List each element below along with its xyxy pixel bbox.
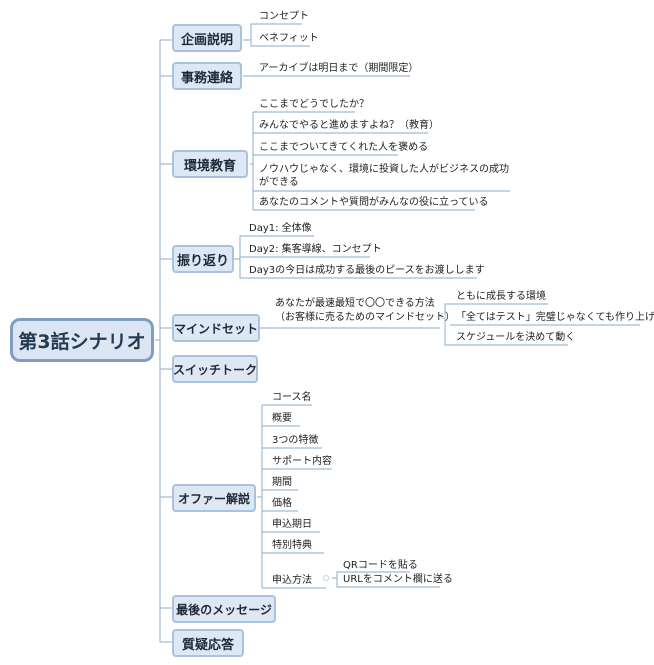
- leaf-day3[interactable]: Day3の今日は成功する最後のピースをお渡しします: [249, 265, 485, 276]
- leaf-benefit[interactable]: ベネフィット: [259, 33, 319, 44]
- leaf-day2[interactable]: Day2: 集客導線、コンセプト: [249, 244, 382, 255]
- leaf-period[interactable]: 期間: [272, 477, 292, 488]
- topic-switch-talk[interactable]: スイッチトーク: [172, 355, 258, 383]
- leaf-mindset-note[interactable]: （お客様に売るためのマインドセット）: [275, 312, 455, 323]
- leaf-url-comment[interactable]: URLをコメント欄に送る: [343, 574, 453, 585]
- leaf-schedule-action[interactable]: スケジュールを決めて動く: [456, 332, 576, 343]
- leaf-concept[interactable]: コンセプト: [259, 11, 309, 22]
- topic-mindset[interactable]: マインドセット: [172, 314, 260, 342]
- leaf-grow-together[interactable]: ともに成長する環境: [456, 291, 546, 302]
- leaf-course-name[interactable]: コース名: [272, 392, 312, 403]
- leaf-price[interactable]: 価格: [272, 498, 292, 509]
- topic-environment-education[interactable]: 環境教育: [172, 150, 248, 178]
- topic-final-message[interactable]: 最後のメッセージ: [172, 595, 276, 623]
- leaf-overview[interactable]: 概要: [272, 413, 292, 424]
- central-topic[interactable]: 第3話シナリオ: [10, 318, 154, 362]
- leaf-invest-environment[interactable]: ノウハウじゃなく、環境に投資した人がビジネスの成功ができる: [259, 164, 509, 188]
- leaf-comments-help[interactable]: あなたのコメントや質問がみんなの役に立っている: [259, 197, 489, 208]
- leaf-fastest-method[interactable]: あなたが最速最短で〇〇できる方法: [275, 298, 435, 309]
- leaf-everything-test[interactable]: 「全てはテスト」完璧じゃなくても作り上げる: [456, 312, 654, 323]
- topic-admin-notice[interactable]: 事務連絡: [172, 62, 242, 90]
- leaf-three-features[interactable]: 3つの特徴: [272, 435, 319, 446]
- leaf-how-to-apply[interactable]: 申込方法: [272, 575, 312, 586]
- leaf-praise-followers[interactable]: ここまでついてきてくれた人を褒める: [259, 142, 429, 153]
- leaf-how-was-it[interactable]: ここまでどうでしたか？: [259, 99, 369, 110]
- leaf-qr-code[interactable]: QRコードを貼る: [343, 560, 418, 571]
- leaf-day1[interactable]: Day1: 全体像: [249, 223, 312, 234]
- topic-project-explanation[interactable]: 企画説明: [172, 24, 242, 52]
- topic-qa[interactable]: 質疑応答: [172, 629, 244, 657]
- leaf-special-bonus[interactable]: 特別特典: [272, 540, 312, 551]
- topic-offer-explanation[interactable]: オファー解説: [172, 484, 256, 512]
- leaf-deadline[interactable]: 申込期日: [272, 519, 312, 530]
- leaf-archive-deadline[interactable]: アーカイブは明日まで（期間限定）: [259, 63, 419, 74]
- leaf-together-progress[interactable]: みんなでやると進めますよね？（教育）: [259, 120, 439, 131]
- leaf-support[interactable]: サポート内容: [272, 456, 332, 467]
- topic-review[interactable]: 振り返り: [172, 245, 234, 273]
